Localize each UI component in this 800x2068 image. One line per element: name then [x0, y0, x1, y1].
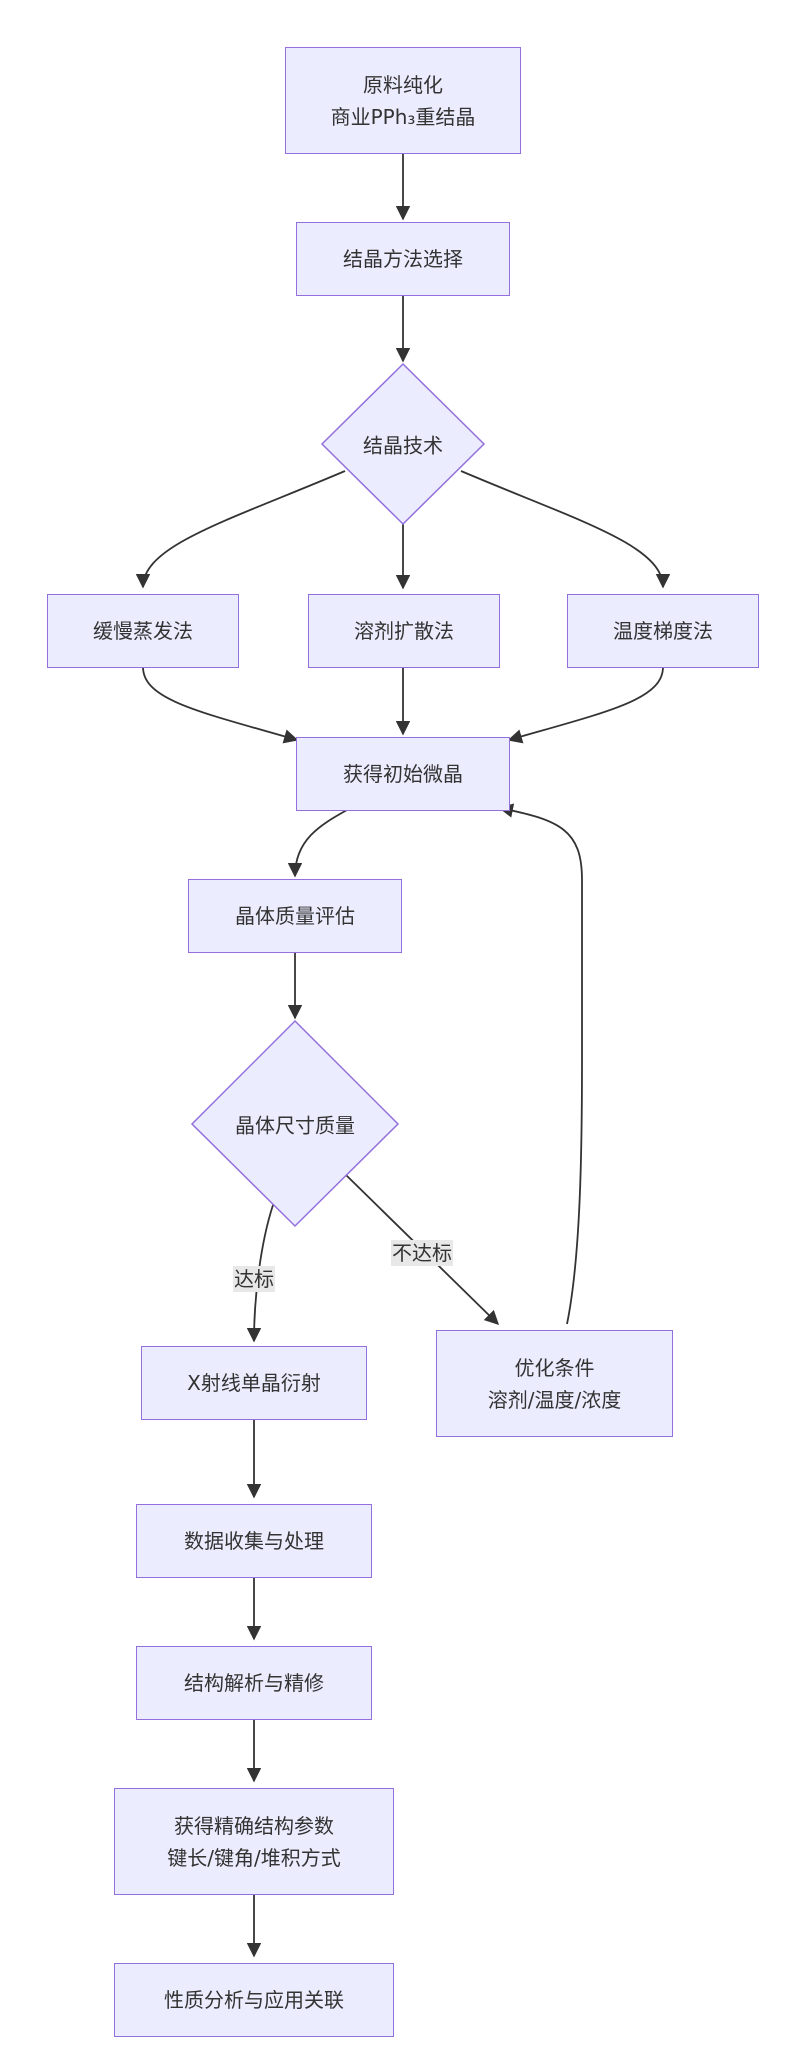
node-structure-solution-refinement: 结构解析与精修 [136, 1646, 372, 1720]
node-temperature-gradient: 温度梯度法 [567, 594, 759, 668]
decision-size-shape [190, 1019, 400, 1228]
node-property-label: 性质分析与应用关联 [164, 1988, 344, 2012]
edge-temp-gradient-to-initial [507, 666, 664, 744]
node-quality-eval-label: 晶体质量评估 [235, 904, 355, 928]
node-optimize-line1: 优化条件 [514, 1355, 595, 1380]
decision-technique-shape [320, 362, 486, 526]
node-xray-single-crystal-diffraction: X射线单晶衍射 [141, 1346, 367, 1420]
node-optimize-line2: 溶剂/温度/浓度 [487, 1387, 622, 1412]
decision-crystal-size-quality: 晶体尺寸质量 [235, 1113, 355, 1138]
node-crystallization-method-selection: 结晶方法选择 [296, 222, 510, 296]
edge-technique-to-temp-gradient [460, 470, 671, 589]
node-xrd-label: X射线单晶衍射 [187, 1371, 321, 1395]
node-solvent-diffusion: 溶剂扩散法 [308, 594, 500, 668]
node-params-line1: 获得精确结构参数 [174, 1813, 334, 1838]
edge-label-pass: 达标 [233, 1266, 275, 1292]
edge-slow-evap-to-initial [142, 666, 299, 744]
node-optimize-conditions: 优化条件 溶剂/温度/浓度 [436, 1330, 673, 1437]
node-purify-line2: 商业PPh₃重结晶 [330, 104, 476, 129]
node-params-line2: 键长/键角/堆积方式 [167, 1845, 341, 1870]
node-precise-structure-parameters: 获得精确结构参数 键长/键角/堆积方式 [114, 1788, 394, 1895]
node-initial-crystal-label: 获得初始微晶 [343, 762, 463, 786]
node-data-collect-label: 数据收集与处理 [184, 1529, 324, 1553]
node-property-analysis-application: 性质分析与应用关联 [114, 1963, 394, 2037]
edge-label-fail: 不达标 [391, 1240, 453, 1266]
node-structure-solve-label: 结构解析与精修 [184, 1671, 324, 1695]
node-crystal-quality-evaluation: 晶体质量评估 [188, 879, 402, 953]
node-slow-evaporation: 缓慢蒸发法 [47, 594, 239, 668]
node-raw-material-purification: 原料纯化 商业PPh₃重结晶 [285, 47, 521, 154]
decision-crystallization-technique: 结晶技术 [363, 433, 443, 458]
node-solvent-diff-label: 溶剂扩散法 [354, 619, 454, 643]
edge-technique-to-slow-evap [135, 470, 346, 589]
node-data-collection-processing: 数据收集与处理 [136, 1504, 372, 1578]
edge-optimize-to-initial [498, 803, 583, 1325]
node-temp-gradient-label: 温度梯度法 [613, 619, 713, 643]
node-slow-evap-label: 缓慢蒸发法 [93, 619, 193, 643]
node-initial-microcrystal: 获得初始微晶 [296, 737, 510, 811]
edge-initial-to-quality [287, 809, 348, 878]
node-select-label: 结晶方法选择 [343, 247, 463, 271]
node-purify-line1: 原料纯化 [363, 72, 443, 97]
